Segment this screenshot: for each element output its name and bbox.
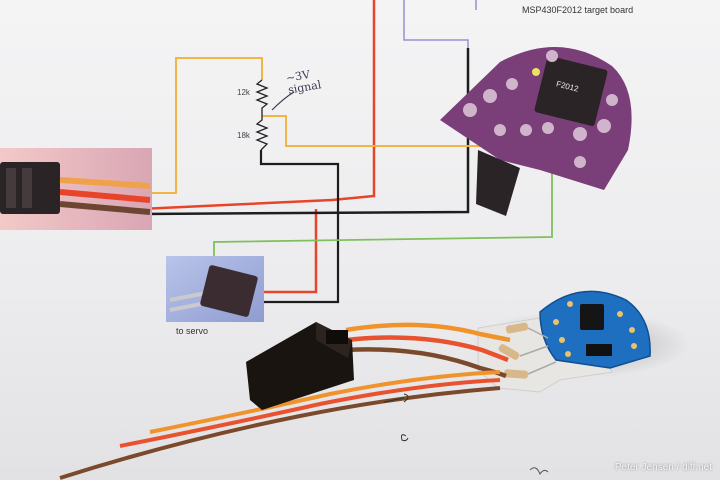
pen-mark-1: [383, 393, 409, 403]
to-servo-label: to servo: [176, 326, 209, 336]
resistor-12k-symbol: [255, 79, 269, 116]
note-arrow: [271, 91, 295, 111]
cable-orange: [345, 322, 511, 343]
resistor-18k-symbol: [255, 116, 269, 151]
red-wire-upper: [139, 0, 376, 211]
purple-wire: [403, 0, 469, 48]
pen-mark-3: [529, 467, 549, 476]
target-board-label: MSP430F2012 target board: [522, 5, 634, 15]
real-resistors: [498, 322, 557, 379]
lead-orange: [149, 370, 501, 434]
msp430-pcb: [539, 290, 651, 369]
resistor-18k-label: 18k: [237, 131, 250, 140]
pen-mark-2: [401, 434, 409, 442]
photo-credit: Peter Jensen / diff.net: [614, 462, 712, 473]
red-wire-servo: [240, 209, 318, 294]
servo-plug: [246, 322, 354, 410]
lead-red: [119, 378, 501, 448]
lead-brown: [59, 386, 501, 480]
orange-wire: [140, 57, 263, 194]
servo-header-block: [200, 265, 258, 317]
cable-red: [345, 335, 509, 363]
printed-target-board: [440, 46, 632, 216]
resistor-12k-label: 12k: [237, 88, 250, 97]
black-wire-divider: [240, 150, 340, 304]
